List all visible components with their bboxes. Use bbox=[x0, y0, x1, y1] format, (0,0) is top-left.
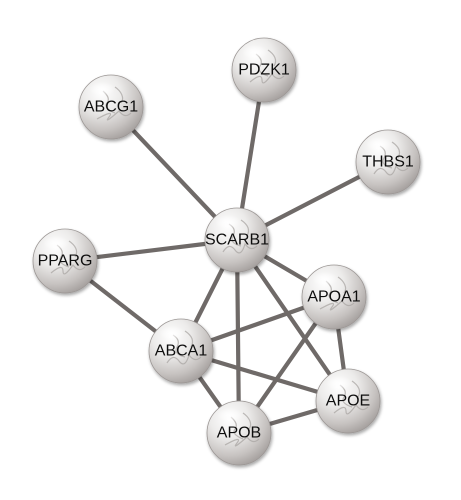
node-highlight bbox=[242, 45, 268, 59]
edge-scarb1-apoe bbox=[234, 237, 351, 404]
node-apob[interactable]: APOB bbox=[206, 400, 272, 466]
node-highlight bbox=[89, 82, 115, 96]
node-highlight bbox=[159, 326, 185, 340]
node-pparg[interactable]: PPARG bbox=[32, 228, 98, 294]
node-label-apoa1: APOA1 bbox=[307, 289, 360, 306]
node-highlight bbox=[366, 137, 392, 151]
node-abca1[interactable]: ABCA1 bbox=[148, 318, 214, 384]
node-highlight bbox=[43, 236, 69, 250]
node-label-scarb1: SCARB1 bbox=[205, 232, 269, 249]
node-apoe[interactable]: APOE bbox=[315, 368, 381, 434]
node-label-apob: APOB bbox=[217, 425, 261, 442]
node-label-abcg1: ABCG1 bbox=[84, 99, 138, 116]
node-thbs1[interactable]: THBS1 bbox=[355, 129, 421, 195]
node-label-pparg: PPARG bbox=[38, 253, 93, 270]
node-label-pdzk1: PDZK1 bbox=[238, 62, 290, 79]
node-abcg1[interactable]: ABCG1 bbox=[78, 74, 144, 140]
node-label-apoe: APOE bbox=[326, 393, 370, 410]
node-apoa1[interactable]: APOA1 bbox=[301, 264, 367, 330]
node-highlight bbox=[217, 408, 243, 422]
node-highlight bbox=[312, 272, 338, 286]
node-pdzk1[interactable]: PDZK1 bbox=[231, 37, 297, 103]
node-label-thbs1: THBS1 bbox=[362, 154, 414, 171]
node-highlight bbox=[215, 215, 241, 229]
node-label-abca1: ABCA1 bbox=[155, 343, 208, 360]
node-scarb1[interactable]: SCARB1 bbox=[204, 207, 270, 273]
node-highlight bbox=[326, 376, 352, 390]
